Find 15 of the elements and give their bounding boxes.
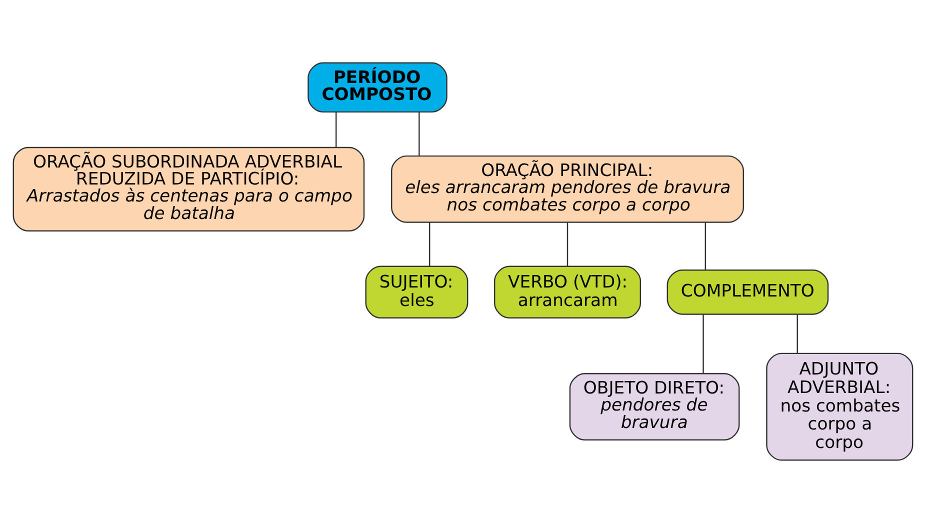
node-box: VERBO (VTD): arrancaram (494, 266, 642, 318)
node-box: ORAÇÃO SUBORDINADA ADVERBIAL REDUZIDA DE PARTICÍPIO: Arrastados às centenas para o campo de batalha (12, 146, 365, 232)
node-box: ORAÇÃO PRINCIPAL: eles arrancaram pendores de bravura nos combates corpo a corpo (390, 155, 744, 223)
connector (796, 314, 798, 354)
connector (566, 222, 568, 266)
node-box: PERÍODO COMPOSTO (308, 62, 448, 113)
connector (702, 314, 704, 374)
connector (418, 112, 420, 156)
connector (336, 112, 337, 148)
node-box: OBJETO DIRETO: pendores de bravura (569, 373, 740, 440)
connector (428, 222, 430, 266)
node-box: SUJEITO: eles (365, 266, 468, 318)
node-box: ADJUNTO ADVERBIAL: nos combates corpo a corpo (766, 352, 914, 461)
node-box: COMPLEMENTO (666, 269, 829, 315)
connector (704, 222, 706, 270)
